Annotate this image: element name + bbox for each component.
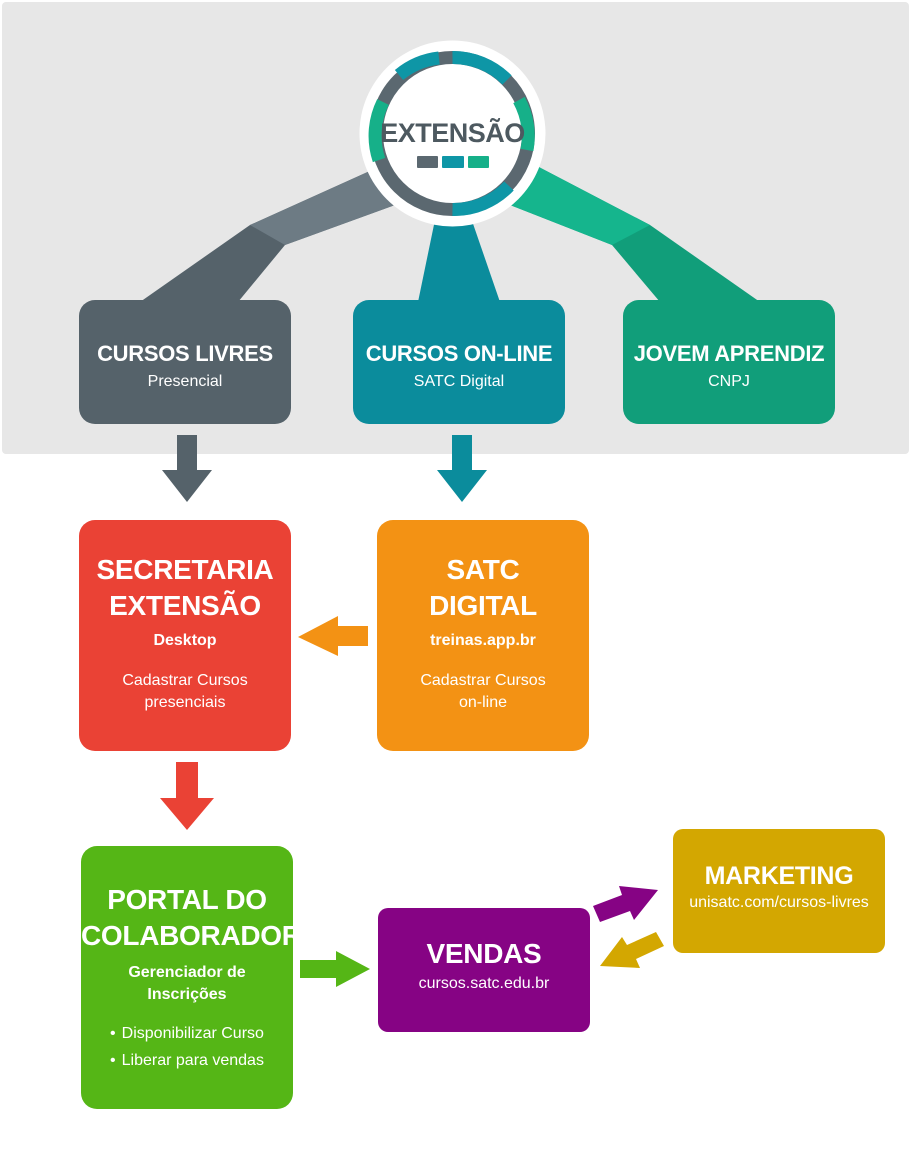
hub-bar-gray	[417, 156, 439, 168]
marketing-box[interactable]: MARKETING unisatc.com/cursos-livres	[673, 829, 885, 953]
secretaria-platform: Desktop	[153, 632, 217, 649]
branch-cursos-livres-highlight	[250, 170, 395, 245]
category-jovem-aprendiz[interactable]: JOVEM APRENDIZ CNPJ	[623, 300, 835, 424]
portal-bullet-item: Liberar para vendas	[81, 1047, 293, 1074]
category-cursos-livres[interactable]: CURSOS LIVRES Presencial	[79, 300, 291, 424]
secretaria-extensao-box[interactable]: SECRETARIA EXTENSÃO Desktop Cadastrar Cu…	[79, 520, 291, 751]
portal-bullet-list: Disponibilizar Curso Liberar para vendas	[81, 1020, 293, 1074]
secretaria-title-line2: EXTENSÃO	[109, 590, 261, 621]
hub-bars	[417, 156, 489, 168]
marketing-url: unisatc.com/cursos-livres	[689, 894, 869, 911]
satc-desc-line1: Cadastrar Cursos	[420, 672, 546, 689]
category-subtitle: Presencial	[147, 373, 223, 390]
satc-desc-line2: on-line	[458, 694, 508, 711]
satc-digital-box[interactable]: SATC DIGITAL treinas.app.br Cadastrar Cu…	[377, 520, 589, 751]
portal-bullet-item: Disponibilizar Curso	[81, 1020, 293, 1047]
extensao-hub: EXTENSÃO	[359, 40, 546, 227]
hub-bar-blue	[442, 156, 464, 168]
branch-jovem-aprendiz-highlight	[510, 165, 650, 245]
portal-platform-line2: Inscrições	[147, 986, 227, 1003]
vendas-url: cursos.satc.edu.br	[418, 975, 550, 992]
hub-bar-green	[467, 156, 489, 168]
arrow-portal-to-vendas	[300, 951, 370, 987]
hub-title: EXTENSÃO	[380, 118, 525, 148]
arrow-marketing-to-vendas	[600, 932, 664, 968]
secretaria-desc-line1: Cadastrar Cursos	[122, 672, 248, 689]
hub-ring-icon	[359, 40, 546, 227]
arrow-cursos-livres-down	[162, 435, 212, 502]
portal-platform-line1: Gerenciador de	[128, 964, 246, 981]
portal-title-line1: PORTAL DO	[107, 884, 267, 915]
vendas-box[interactable]: VENDAS cursos.satc.edu.br	[378, 908, 590, 1032]
marketing-title: MARKETING	[704, 862, 854, 890]
category-subtitle: SATC Digital	[413, 373, 505, 390]
arrow-vendas-to-marketing	[593, 886, 658, 922]
secretaria-title-line1: SECRETARIA	[96, 554, 274, 585]
category-cursos-online[interactable]: CURSOS ON-LINE SATC Digital	[353, 300, 565, 424]
portal-colaborador-box[interactable]: PORTAL DO COLABORADOR Gerenciador de Ins…	[81, 846, 302, 1109]
category-title: CURSOS LIVRES	[97, 341, 273, 366]
category-subtitle: CNPJ	[708, 373, 750, 390]
satc-platform: treinas.app.br	[430, 632, 536, 649]
arrow-cursos-online-down	[437, 435, 487, 502]
arrow-secretaria-to-portal	[160, 762, 214, 830]
satc-title-line1: SATC	[446, 554, 520, 585]
arrow-satc-to-secretaria	[298, 616, 368, 656]
branch-cursos-online	[418, 215, 500, 302]
vendas-title: VENDAS	[426, 938, 542, 969]
portal-title-line2: COLABORADOR	[81, 920, 302, 951]
satc-title-line2: DIGITAL	[429, 590, 537, 621]
secretaria-desc-line2: presenciais	[144, 694, 226, 711]
category-title: CURSOS ON-LINE	[365, 341, 553, 366]
category-title: JOVEM APRENDIZ	[633, 341, 825, 366]
